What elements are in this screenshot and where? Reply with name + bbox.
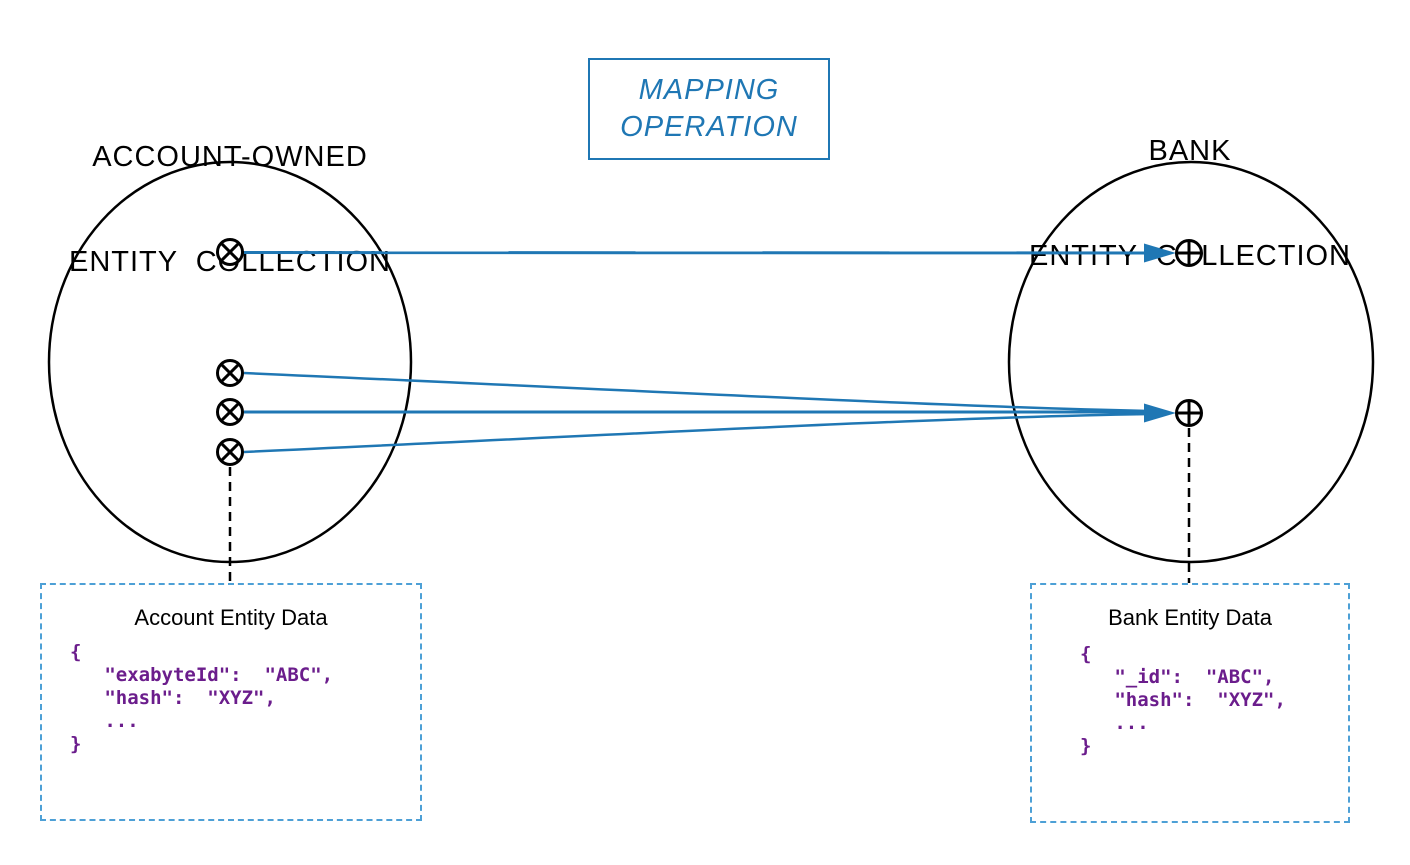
arrowhead-icon	[1144, 403, 1176, 423]
account-entity-data-box: Account Entity Data { "exabyteId": "ABC"…	[40, 583, 422, 821]
mapping-operation-label-line1: MAPPING	[638, 74, 780, 106]
circle-x-icon	[216, 359, 244, 387]
source-point-markers	[216, 238, 244, 466]
circle-x-icon	[216, 238, 244, 266]
account-entity-data-code: { "exabyteId": "ABC", "hash": "XYZ", ...…	[70, 641, 334, 755]
circle-x-icon	[216, 398, 244, 426]
bank-entity-data-box: Bank Entity Data { "_id": "ABC", "hash":…	[1030, 583, 1350, 823]
circle-x-icon	[216, 438, 244, 466]
account-collection-title-line1: ACCOUNT-OWNED	[92, 141, 368, 173]
account-entity-data-title: Account Entity Data	[134, 605, 328, 630]
bank-entity-data-title: Bank Entity Data	[1108, 605, 1272, 630]
bank-entity-data-code: { "_id": "ABC", "hash": "XYZ", ... }	[1080, 643, 1286, 757]
circle-plus-icon	[1175, 239, 1203, 267]
mapping-arrow-top	[243, 243, 1176, 263]
circle-plus-icon	[1175, 399, 1203, 427]
mapping-operation-label-line2: OPERATION	[620, 111, 798, 143]
target-point-markers	[1175, 239, 1203, 427]
bank-collection-ellipse	[1007, 160, 1375, 564]
mapping-arrows-converging	[243, 371, 1176, 454]
mapping-operation-box: MAPPING OPERATION	[588, 58, 830, 160]
arrowhead-icon	[1144, 243, 1176, 263]
